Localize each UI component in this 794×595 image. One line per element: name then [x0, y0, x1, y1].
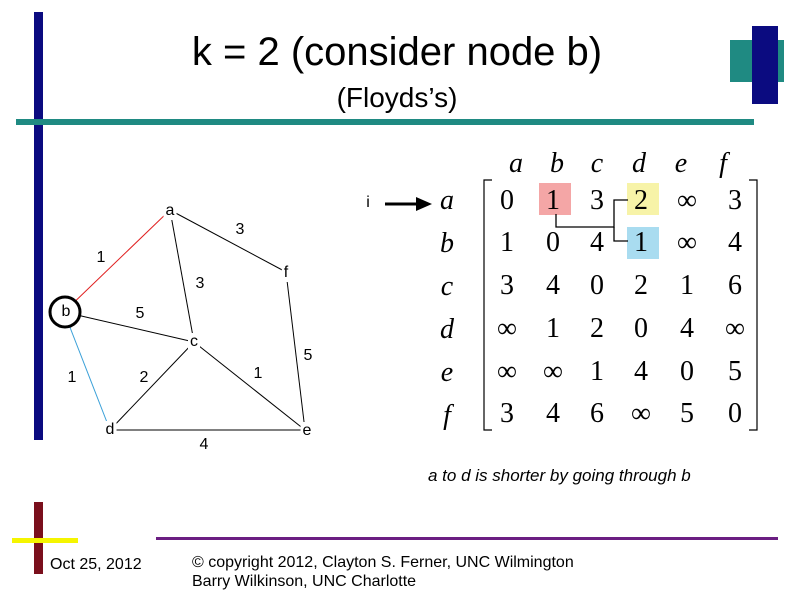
weight-c-d: 2	[139, 369, 149, 386]
col-header-a: a	[509, 148, 523, 179]
matrix-cell: 6	[728, 270, 742, 301]
node-c: c	[188, 333, 200, 351]
edge-f-e	[285, 271, 306, 431]
slide-title: k = 2 (consider node b)	[191, 30, 603, 74]
row-header-d: d	[440, 314, 454, 345]
footer-date: Oct 25, 2012	[50, 556, 142, 573]
matrix-cell: 1	[500, 227, 514, 258]
matrix-cell: ∞	[677, 227, 697, 258]
matrix-cell: 4	[680, 313, 694, 344]
highlight-b-d	[627, 227, 659, 259]
matrix-cell: 0	[634, 313, 648, 344]
weight-b-c: 5	[135, 305, 145, 322]
row-header-b: b	[440, 228, 454, 259]
matrix-cell: 4	[590, 227, 604, 258]
weight-c-e: 1	[253, 365, 263, 382]
node-d: d	[103, 421, 117, 439]
matrix-cell: 4	[728, 227, 742, 258]
row-header-f: f	[443, 400, 451, 431]
node-b: b	[61, 303, 71, 320]
matrix-cell: 0	[500, 185, 514, 216]
matrix-cell: ∞	[543, 356, 563, 387]
explanation-note: a to d is shorter by going through b	[428, 466, 691, 485]
i-arrow-head	[416, 197, 432, 211]
footer-copyright-line2: Barry Wilkinson, UNC Charlotte	[192, 573, 417, 590]
edge-b-c	[63, 311, 195, 343]
weight-a-c: 3	[195, 275, 205, 292]
col-header-b: b	[550, 148, 564, 179]
matrix-cell: 4	[546, 398, 560, 429]
edge-b-d	[63, 311, 111, 431]
matrix-cell: 5	[728, 356, 742, 387]
footer-copyright-line1: © copyright 2012, Clayton S. Ferner, UNC…	[192, 554, 574, 571]
row-header-e: e	[440, 357, 454, 388]
right-bracket	[749, 179, 758, 431]
row-header-c: c	[440, 271, 454, 302]
footer-rule	[156, 537, 778, 540]
node-b-highlight	[48, 295, 82, 329]
matrix-cell: 2	[634, 185, 648, 216]
matrix-cell: 1	[546, 313, 560, 344]
weight-b-d: 1	[67, 369, 77, 386]
col-header-e: e	[674, 148, 688, 179]
edge-a-b	[63, 209, 171, 313]
node-a: a	[163, 202, 177, 220]
footer-yellow-bar	[12, 538, 78, 543]
matrix-cell: 0	[680, 356, 694, 387]
matrix-cell: ∞	[677, 185, 697, 216]
matrix-cell: 3	[500, 270, 514, 301]
highlight-a-b	[539, 183, 571, 215]
col-header-d: d	[632, 148, 646, 179]
matrix-cell: 2	[590, 313, 604, 344]
matrix-cell: ∞	[725, 313, 745, 344]
i-label: i	[366, 194, 370, 211]
matrix-cell: 0	[728, 398, 742, 429]
header-rule	[16, 119, 754, 125]
edge-c-d	[109, 341, 195, 431]
left-bracket	[483, 179, 492, 431]
edge-a-c	[169, 209, 195, 343]
matrix-cell: ∞	[497, 313, 517, 344]
weight-a-b: 1	[96, 249, 106, 266]
slide-subtitle: (Floyds’s)	[336, 82, 458, 113]
left-accent-bar	[34, 12, 43, 440]
matrix-cell: 4	[634, 356, 648, 387]
matrix-cell: 6	[590, 398, 604, 429]
node-e: e	[300, 422, 314, 440]
matrix-cell: 3	[728, 185, 742, 216]
matrix-cell: 1	[546, 185, 560, 216]
matrix-cell: 1	[634, 227, 648, 258]
matrix-cell: 2	[634, 270, 648, 301]
row-header-a: a	[440, 185, 454, 216]
highlight-a-d	[627, 183, 659, 215]
weight-a-f: 3	[235, 221, 245, 238]
matrix-cell: 3	[500, 398, 514, 429]
edge-a-f	[169, 209, 287, 273]
matrix-cell: 1	[680, 270, 694, 301]
corner-navy-bar	[752, 26, 778, 104]
col-header-f: f	[719, 148, 727, 179]
node-f: f	[281, 264, 291, 282]
col-header-c: c	[590, 148, 604, 179]
matrix-cell: ∞	[497, 356, 517, 387]
matrix-cell: 5	[680, 398, 694, 429]
weight-f-e: 5	[303, 347, 313, 364]
matrix-cell: 0	[546, 227, 560, 258]
matrix-cell: 4	[546, 270, 560, 301]
matrix-cell: 1	[590, 356, 604, 387]
edge-c-e	[193, 341, 306, 431]
matrix-cell: 0	[590, 270, 604, 301]
weight-d-e: 4	[199, 436, 209, 453]
path-connector-down	[613, 227, 628, 242]
matrix-cell: ∞	[631, 398, 651, 429]
matrix-cell: 3	[590, 185, 604, 216]
